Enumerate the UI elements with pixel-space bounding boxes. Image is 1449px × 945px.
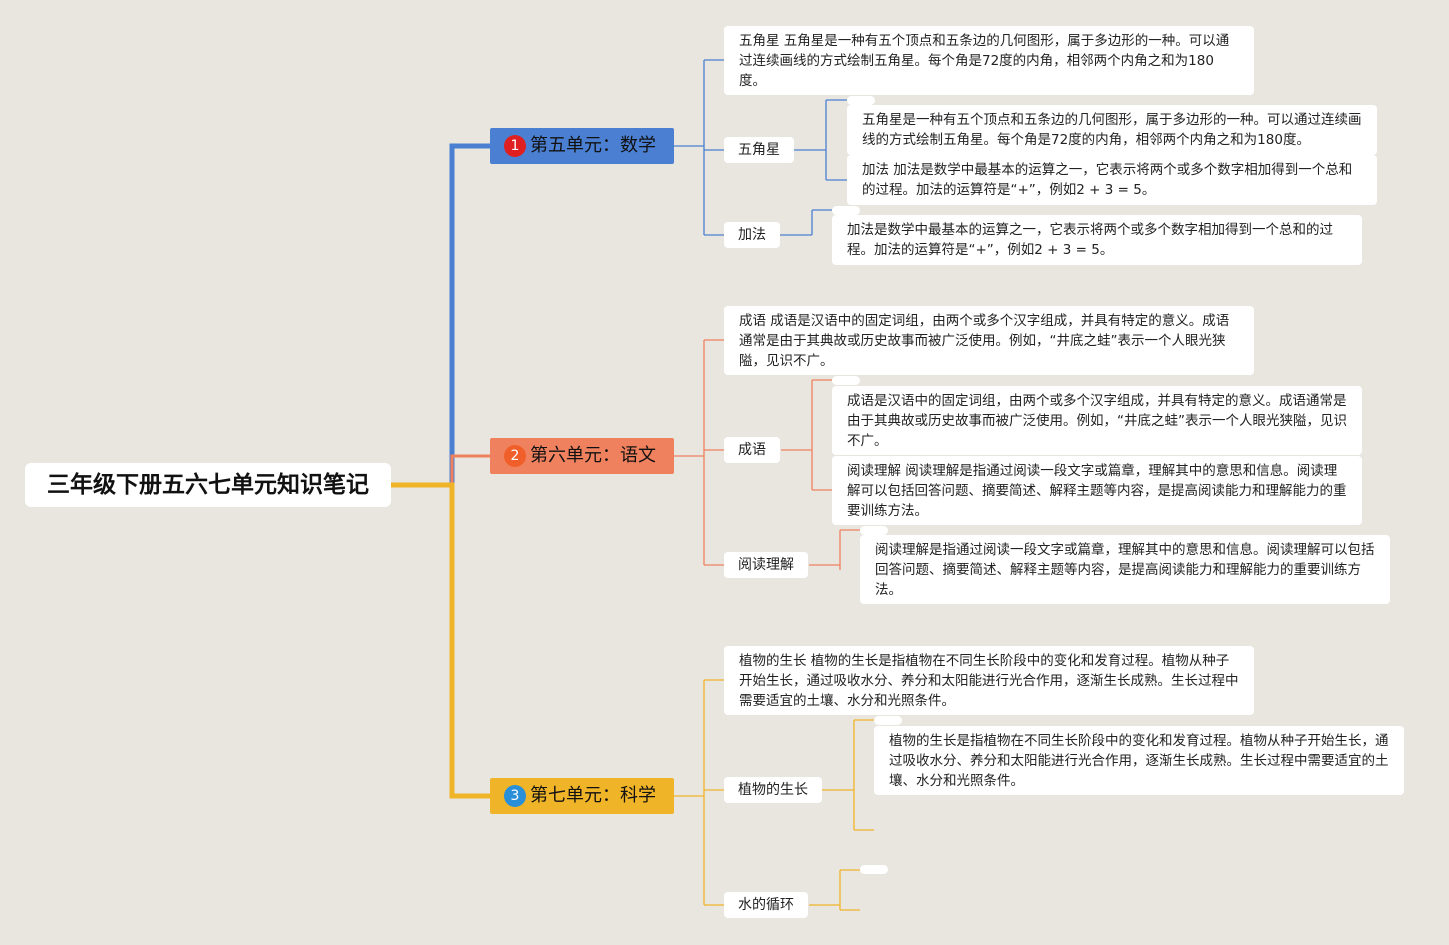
- trunk-math: [391, 143, 490, 488]
- reading-detail-card[interactable]: 阅读理解是指通过阅读一段文字或篇章，理解其中的意思和信息。阅读理解可以包括回答问…: [860, 535, 1390, 604]
- science-topic-plant-growth[interactable]: 植物的生长: [724, 777, 822, 803]
- addition-detail-card[interactable]: 加法是数学中最基本的运算之一，它表示将两个或多个数字相加得到一个总和的过程。加法…: [832, 215, 1362, 265]
- root-topic[interactable]: 三年级下册五六七单元知识笔记: [25, 463, 391, 507]
- plant-growth-detail-card[interactable]: 植物的生长是指植物在不同生长阶段中的变化和发育过程。植物从种子开始生长，通过吸收…: [874, 726, 1404, 795]
- branch-math-label: 第五单元：数学: [530, 135, 656, 156]
- reading-summary-card[interactable]: 阅读理解 阅读理解是指通过阅读一段文字或篇章，理解其中的意思和信息。阅读理解可以…: [832, 456, 1362, 525]
- branch-chinese-label: 第六单元：语文: [530, 445, 656, 466]
- trunk-chinese: [391, 454, 490, 487]
- chinese-summary-card[interactable]: 成语 成语是汉语中的固定词组，由两个或多个汉字组成，并具有特定的意义。成语通常是…: [724, 306, 1254, 375]
- star-detail-card[interactable]: 五角星是一种有五个顶点和五条边的几何图形，属于多边形的一种。可以通过连续画线的方…: [847, 105, 1377, 155]
- chinese-topic-idiom[interactable]: 成语: [724, 437, 780, 463]
- collapse-pill[interactable]: [860, 865, 888, 874]
- collapse-pill[interactable]: [832, 376, 860, 385]
- badge-1-icon: 1: [504, 135, 526, 157]
- idiom-detail-card[interactable]: 成语是汉语中的固定词组，由两个或多个汉字组成，并具有特定的意义。成语通常是由于其…: [832, 386, 1362, 455]
- collapse-pill[interactable]: [860, 526, 888, 535]
- addition-summary-card[interactable]: 加法 加法是数学中最基本的运算之一，它表示将两个或多个数字相加得到一个总和的过程…: [847, 155, 1377, 205]
- collapse-pill[interactable]: [832, 206, 860, 215]
- math-summary-card[interactable]: 五角星 五角星是一种有五个顶点和五条边的几何图形，属于多边形的一种。可以通过连续…: [724, 26, 1254, 95]
- science-summary-card[interactable]: 植物的生长 植物的生长是指植物在不同生长阶段中的变化和发育过程。植物从种子开始生…: [724, 646, 1254, 715]
- math-topic-addition[interactable]: 加法: [724, 222, 780, 248]
- collapse-pill[interactable]: [847, 96, 875, 105]
- science-topic-water-cycle[interactable]: 水的循环: [724, 892, 808, 918]
- chinese-topic-reading[interactable]: 阅读理解: [724, 552, 808, 578]
- collapse-pill[interactable]: [874, 716, 902, 725]
- badge-2-icon: 2: [504, 445, 526, 467]
- math-topic-star[interactable]: 五角星: [724, 137, 794, 163]
- trunk-science: [391, 482, 490, 799]
- branch-science-label: 第七单元：科学: [530, 785, 656, 806]
- badge-3-icon: 3: [504, 785, 526, 807]
